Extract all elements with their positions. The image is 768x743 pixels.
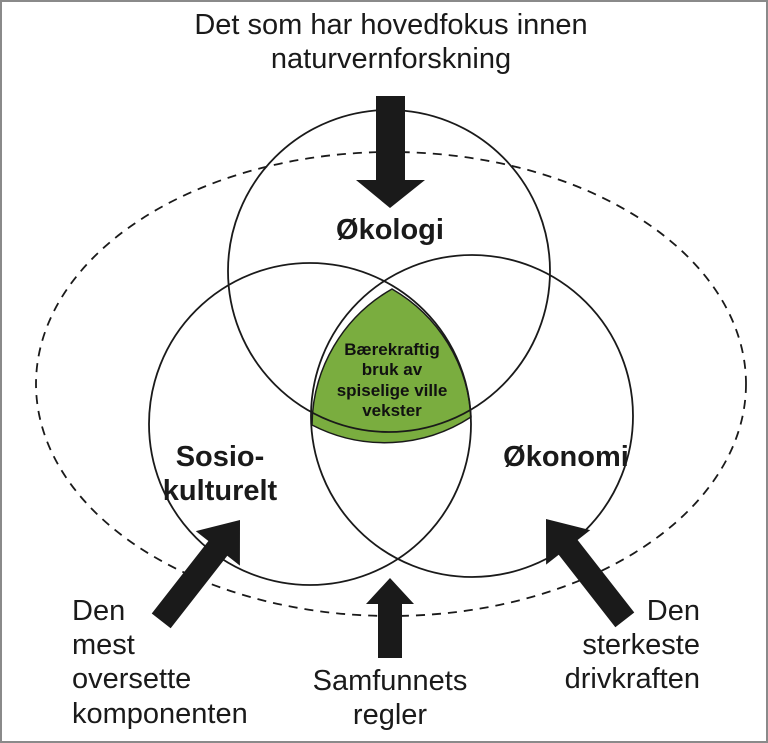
bottom-center-note-line-2: regler [352,699,428,732]
center-label-line-4: vekster [362,401,422,421]
bottom-left-note-line-1: Den [72,595,126,627]
bottom-right-note-line-1: Den [646,595,700,627]
sociocultural-circle [148,262,472,586]
sociocultural-label: Sosio- kulturelt [150,440,290,508]
sociocultural-label-line-2: kulturelt [162,475,278,508]
bottom-right-arrow [546,519,635,628]
bottom-center-arrow [366,578,414,658]
bottom-left-note-line-2: mest [72,629,135,662]
center-label-line-1: Bærekraftig [344,340,440,359]
economy-label: Økonomi [503,441,629,473]
top-note-line-1: Det som har hovedfokus innen [194,9,588,41]
bottom-left-note-line-4: komponenten [72,697,248,730]
ecology-label: Økologi [336,214,444,246]
sociocultural-label-line-1: Sosio- [175,441,265,473]
center-intersection-shape [311,288,472,444]
bottom-right-note-line-3: drivkraften [564,663,700,696]
bottom-right-note-line-2: sterkeste [582,629,700,662]
bottom-left-arrow [151,520,240,629]
bottom-right-note: Den sterkeste drivkraften [548,594,700,697]
economy-circle [310,254,634,578]
bottom-center-note: Samfunnets regler [290,664,490,732]
center-label-line-3: spiselige ville [336,380,448,400]
center-label: Bærekraftig bruk av spiselige ville veks… [322,340,462,422]
bottom-center-note-line-1: Samfunnets [312,665,468,697]
top-note: Det som har hovedfokus innen naturvernfo… [150,8,632,76]
top-note-line-2: naturvernforskning [270,43,512,76]
center-label-line-2: bruk av [361,360,423,380]
bottom-left-note-line-3: oversette [72,663,192,696]
bottom-left-note: Den mest oversette komponenten [72,594,262,731]
top-arrow [356,96,425,208]
